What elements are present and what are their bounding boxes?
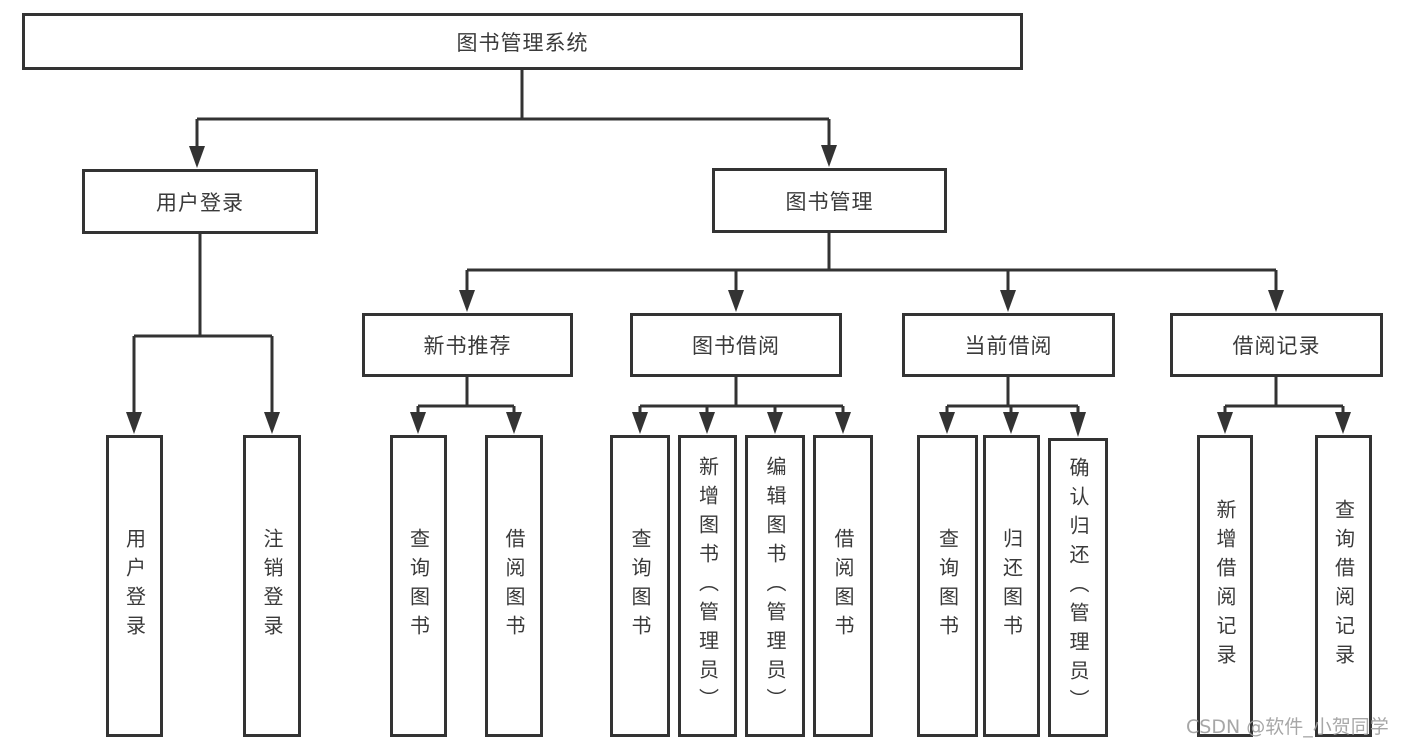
node-root-system: 图书管理系统 bbox=[22, 13, 1023, 70]
leaf-query-book-2: 查询图书 bbox=[610, 435, 670, 737]
node-label: 归还图书 bbox=[999, 528, 1024, 644]
leaf-user-login: 用户登录 bbox=[106, 435, 163, 737]
arrowhead-icon bbox=[1335, 412, 1351, 434]
leaf-logout: 注销登录 bbox=[243, 435, 301, 737]
arrowhead-icon bbox=[1268, 290, 1284, 312]
leaf-query-borrow-record: 查询借阅记录 bbox=[1315, 435, 1372, 737]
node-label: 图书管理系统 bbox=[456, 30, 589, 55]
node-label: 新书推荐 bbox=[423, 334, 512, 358]
arrowhead-icon bbox=[728, 290, 744, 312]
node-label: 借阅记录 bbox=[1232, 334, 1321, 358]
arrowhead-icon bbox=[632, 412, 648, 434]
node-label: 图书管理 bbox=[785, 189, 874, 214]
arrowhead-icon bbox=[459, 290, 475, 312]
arrowhead-icon bbox=[835, 412, 851, 434]
node-label: 编辑图书（管理员） bbox=[763, 455, 787, 717]
node-user-login: 用户登录 bbox=[82, 169, 318, 234]
leaf-add-borrow-record: 新增借阅记录 bbox=[1197, 435, 1253, 737]
node-label: 查询图书 bbox=[628, 528, 652, 644]
arrowhead-icon bbox=[1003, 412, 1019, 434]
node-label: 新增借阅记录 bbox=[1213, 499, 1237, 673]
node-label: 借阅图书 bbox=[502, 528, 526, 644]
leaf-borrow-book-1: 借阅图书 bbox=[485, 435, 543, 737]
node-label: 新增图书（管理员） bbox=[695, 455, 720, 717]
node-label: 确认归还（管理员） bbox=[1066, 457, 1090, 718]
leaf-add-book-admin: 新增图书（管理员） bbox=[678, 435, 737, 737]
node-label: 用户登录 bbox=[122, 528, 147, 644]
node-borrow-records: 借阅记录 bbox=[1170, 313, 1383, 377]
arrowhead-icon bbox=[410, 412, 426, 434]
arrowhead-icon bbox=[1000, 290, 1016, 312]
node-book-management: 图书管理 bbox=[712, 168, 947, 233]
leaf-return-book: 归还图书 bbox=[983, 435, 1040, 737]
leaf-borrow-book-2: 借阅图书 bbox=[813, 435, 873, 737]
arrowhead-icon bbox=[189, 146, 205, 168]
arrowhead-icon bbox=[1217, 412, 1233, 434]
node-label: 注销登录 bbox=[260, 528, 284, 644]
arrowhead-icon bbox=[1070, 412, 1086, 437]
leaf-edit-book-admin: 编辑图书（管理员） bbox=[745, 435, 805, 737]
node-label: 借阅图书 bbox=[831, 528, 855, 644]
arrowhead-icon bbox=[264, 412, 280, 434]
arrowhead-icon bbox=[699, 412, 715, 434]
arrowhead-icon bbox=[821, 145, 837, 167]
node-label: 用户登录 bbox=[156, 190, 244, 215]
node-current-borrow: 当前借阅 bbox=[902, 313, 1115, 377]
arrowhead-icon bbox=[126, 412, 142, 434]
node-book-borrow: 图书借阅 bbox=[630, 313, 842, 377]
arrowheads bbox=[126, 145, 1351, 437]
node-label: 查询借阅记录 bbox=[1331, 499, 1356, 673]
leaf-confirm-return-admin: 确认归还（管理员） bbox=[1048, 438, 1108, 737]
node-label: 查询图书 bbox=[935, 528, 960, 644]
arrowhead-icon bbox=[939, 412, 955, 434]
csdn-watermark: CSDN @软件_小贺同学 bbox=[1186, 716, 1389, 738]
arrowhead-icon bbox=[767, 412, 783, 434]
node-label: 图书借阅 bbox=[692, 334, 780, 358]
node-new-book-recommend: 新书推荐 bbox=[362, 313, 573, 377]
arrowhead-icon bbox=[506, 412, 522, 434]
leaf-query-book-1: 查询图书 bbox=[390, 435, 447, 737]
node-label: 当前借阅 bbox=[964, 334, 1053, 358]
node-label: 查询图书 bbox=[406, 528, 431, 644]
leaf-query-book-3: 查询图书 bbox=[917, 435, 978, 737]
